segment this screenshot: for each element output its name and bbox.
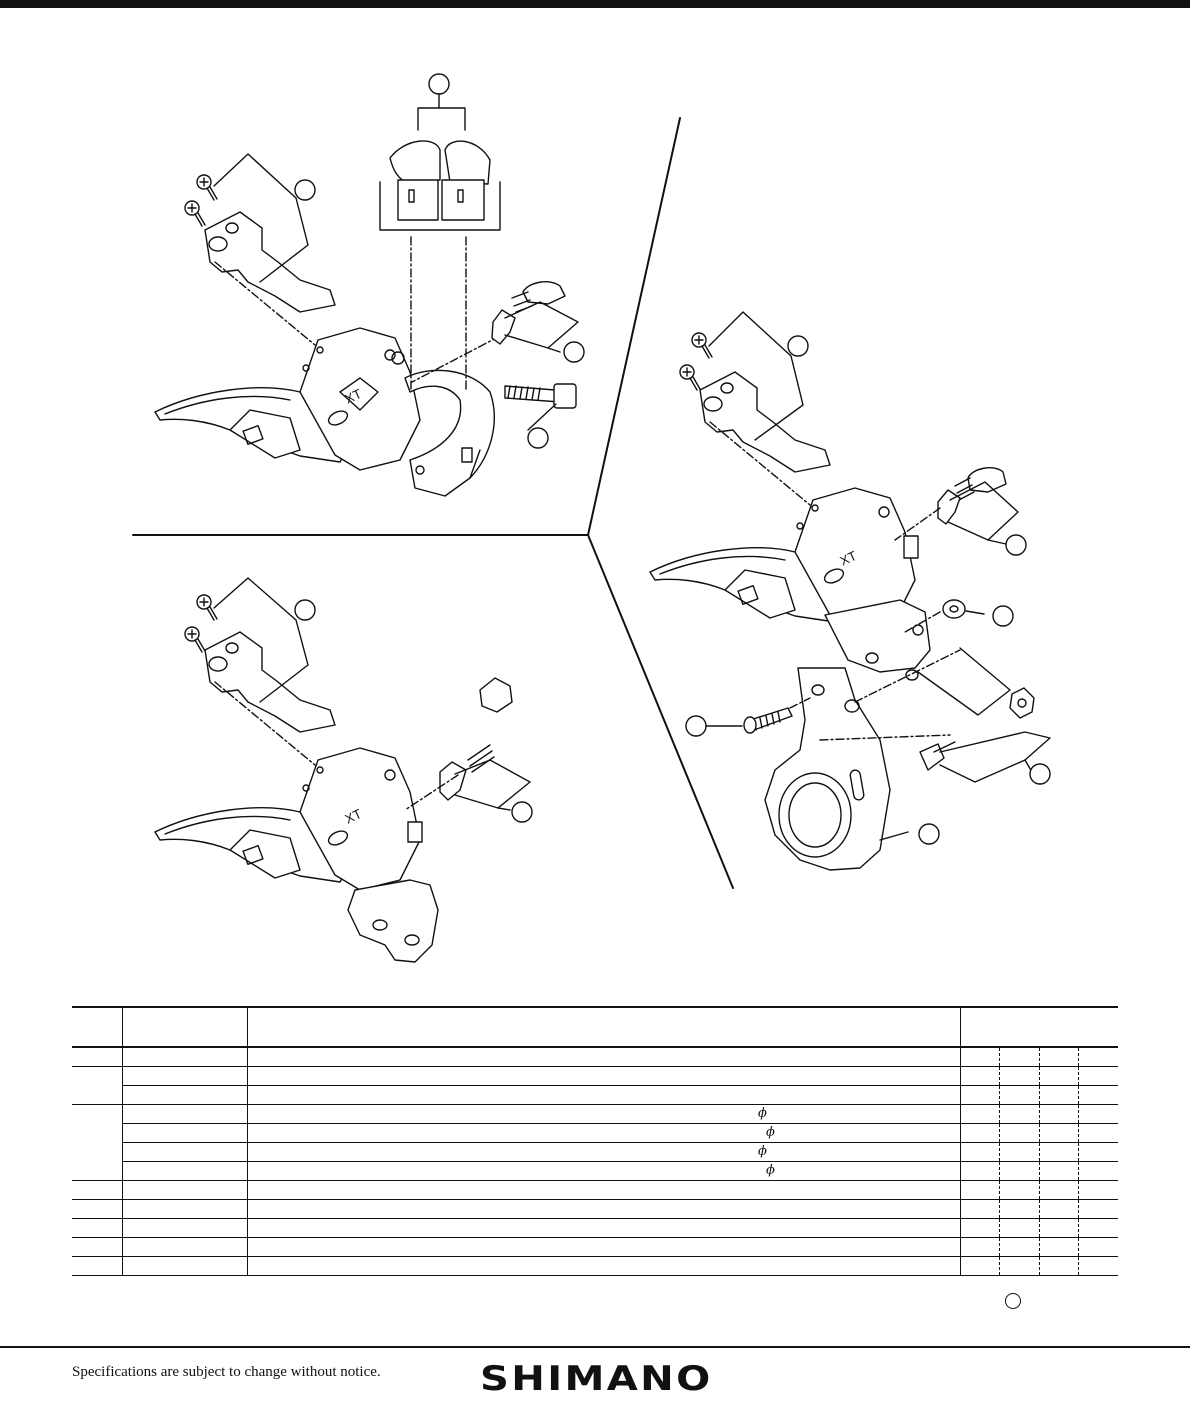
table-row: [72, 1237, 1118, 1257]
table-row: ϕ: [72, 1161, 1118, 1181]
callout-circle-icon: [563, 341, 585, 363]
callout-circle-icon: [294, 179, 316, 201]
callout-circle-icon: [787, 335, 809, 357]
exploded-view-drawing: XT: [132, 73, 1051, 963]
phi-symbol-icon: ϕ: [766, 1163, 775, 1178]
legend-circle-icon: [1005, 1293, 1021, 1309]
callout-circle-icon: [918, 823, 940, 845]
callouts-top-left: [294, 73, 585, 449]
callouts-bottom-left: [294, 599, 533, 823]
phi-symbol-icon: ϕ: [758, 1106, 767, 1121]
table-row: [72, 1218, 1118, 1238]
callout-circle-icon: [1005, 534, 1027, 556]
svg-text:XT: XT: [838, 548, 859, 569]
table-row: [72, 1066, 1118, 1086]
callout-circle-icon: [294, 599, 316, 621]
table-header-row: [72, 1006, 1118, 1048]
callout-circle-icon: [685, 715, 707, 737]
header-description-cell: [247, 1006, 961, 1048]
callout-circle-icon: [1029, 763, 1051, 785]
table-row: ϕ: [72, 1142, 1118, 1162]
phi-symbol-icon: ϕ: [766, 1125, 775, 1140]
section-dividers: [132, 117, 734, 889]
top-rule: [0, 0, 1190, 8]
bottom-rule: [0, 1346, 1190, 1348]
header-part-number-cell: [122, 1006, 248, 1048]
table-row: [72, 1180, 1118, 1200]
bottom-left-derailleur: XT: [154, 577, 531, 963]
table-row: ϕ: [72, 1123, 1118, 1143]
table-row: [72, 1256, 1118, 1276]
callouts-right: [685, 335, 1051, 845]
parts-table: ϕ ϕ ϕ ϕ: [72, 1006, 1118, 1276]
table-row: ϕ: [72, 1104, 1118, 1124]
callout-circle-icon: [527, 427, 549, 449]
table-row: [72, 1199, 1118, 1219]
callout-circle-icon: [428, 73, 450, 95]
callout-circle-icon: [992, 605, 1014, 627]
phi-symbol-icon: ϕ: [758, 1144, 767, 1159]
right-derailleur: XT: [649, 311, 1051, 871]
callout-circle-icon: [511, 801, 533, 823]
header-ref-cell: [72, 1006, 123, 1048]
table-row: [72, 1085, 1118, 1105]
table-row: [72, 1047, 1118, 1067]
svg-text:XT: XT: [343, 806, 364, 827]
brand-logo: SHIMANO: [480, 1359, 713, 1399]
footer-notice: Specifications are subject to change wit…: [72, 1364, 381, 1380]
header-model-cell: [960, 1006, 1118, 1048]
top-left-derailleur: XT: [154, 107, 579, 497]
svg-text:XT: XT: [343, 386, 364, 407]
